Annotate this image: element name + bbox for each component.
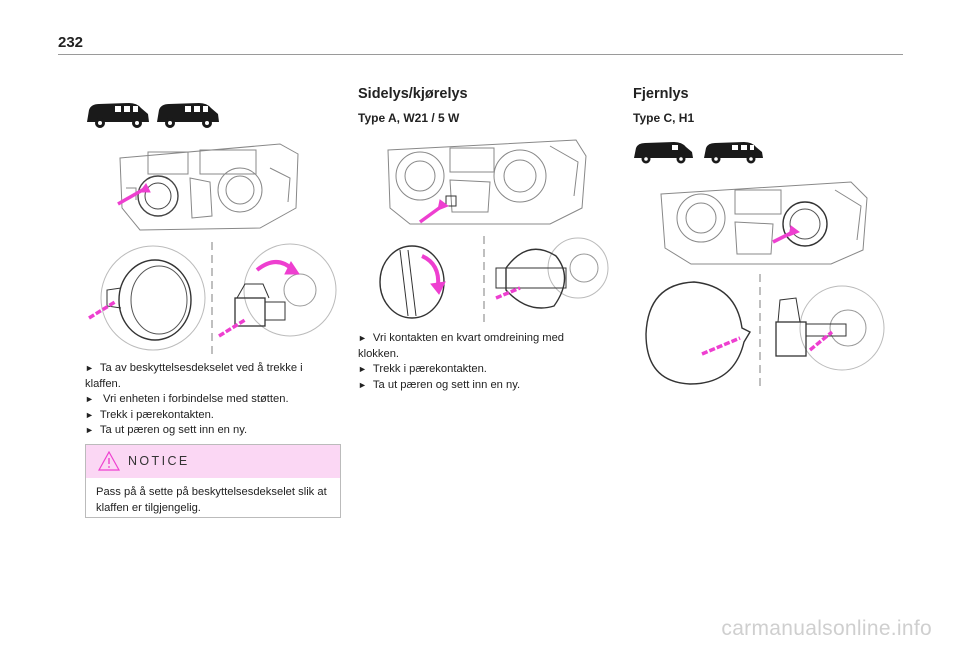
- bullet-arrow-icon: ►: [358, 364, 367, 374]
- list-item: ►Vri kontakten en kvart omdreining med k…: [358, 332, 565, 360]
- list-item: ►Ta av beskyttelsesdekselet ved å trekke…: [85, 362, 303, 390]
- subheading-type-a: Type A, W21 / 5 W: [358, 111, 460, 125]
- bullet-arrow-icon: ►: [85, 363, 94, 373]
- high-beam-cover-illustration: [640, 272, 890, 392]
- cover-removal-illustration: [85, 240, 340, 358]
- notice-title: NOTICE: [128, 454, 190, 468]
- connector-rotation-illustration: [378, 234, 610, 328]
- bullet-arrow-icon: ►: [358, 333, 367, 343]
- list-item: ►Trekk i pærekontakten.: [358, 363, 487, 375]
- heading-sidelys: Sidelys/kjørelys: [358, 86, 468, 102]
- warning-icon: [98, 451, 120, 471]
- list-item: ► Vri enheten i forbindelse med støtten.: [85, 393, 289, 405]
- subheading-type-c: Type C, H1: [633, 111, 695, 125]
- middle-steps-list: ►Vri kontakten en kvart omdreining med k…: [358, 331, 586, 393]
- bullet-arrow-icon: ►: [85, 425, 94, 435]
- watermark: carmanualsonline.info: [721, 617, 932, 640]
- bullet-arrow-icon: ►: [85, 394, 94, 404]
- vehicle-icons-left: [85, 96, 225, 130]
- vehicle-icons-right: [632, 138, 772, 164]
- top-rule: [58, 54, 903, 55]
- heading-fjernlys: Fjernlys: [633, 86, 689, 102]
- notice-text: Pass på å sette på beskyttelsesdekselet …: [96, 486, 327, 514]
- list-item: ►Ta ut pæren og sett inn en ny.: [358, 378, 521, 391]
- list-item: ►Trekk i pærekontakten.: [85, 408, 214, 421]
- bullet-arrow-icon: ►: [85, 409, 94, 420]
- notice-box: NOTICE Pass på å sette på beskyttelsesde…: [85, 444, 341, 518]
- left-steps-list: ►Ta av beskyttelsesdekselet ved å trekke…: [85, 361, 341, 439]
- notice-header: NOTICE: [86, 445, 340, 478]
- headlamp-rear-view-middle: [380, 136, 590, 228]
- page-number: 232: [58, 34, 84, 51]
- list-item: ►Ta ut pæren og sett inn en ny.: [85, 424, 248, 436]
- headlamp-rear-view-left: [100, 138, 300, 234]
- bullet-arrow-icon: ►: [358, 379, 367, 390]
- headlamp-rear-view-right: [655, 176, 870, 268]
